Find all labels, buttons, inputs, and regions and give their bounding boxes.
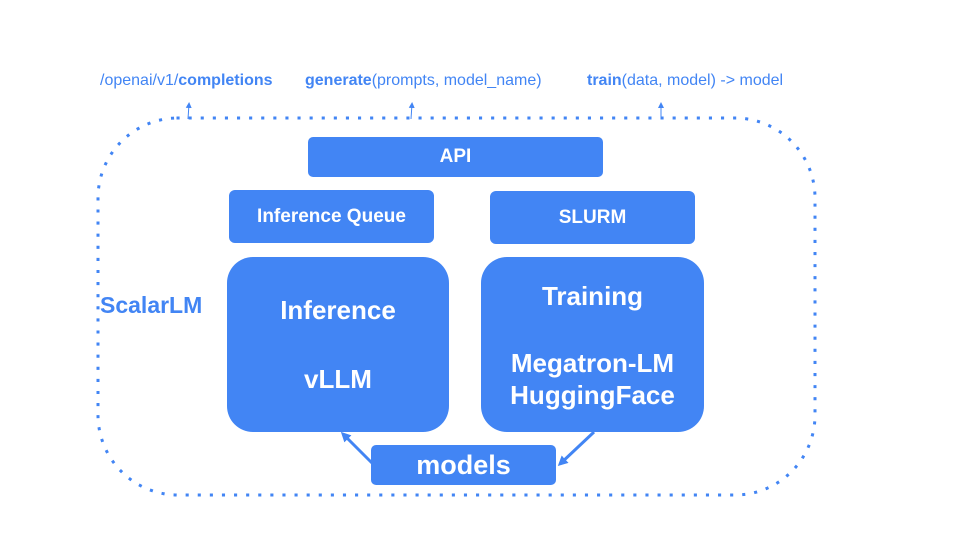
models-to-inference-arrow: [340, 431, 374, 465]
scalarlm-label: ScalarLM: [100, 292, 203, 318]
models-label: models: [416, 449, 511, 480]
inference-queue-label: Inference Queue: [257, 205, 406, 227]
slurm-label: SLURM: [558, 206, 627, 228]
generate-endpoint-label: generate(prompts, model_name): [305, 72, 542, 89]
completions-endpoint-label: /openai/v1/completions: [100, 72, 273, 89]
generate-arrow: [408, 102, 415, 120]
scalarlm-container-border: [96, 116, 817, 497]
inference-title: Inference: [280, 295, 396, 325]
models-box: models: [371, 445, 556, 485]
training-title: Training: [541, 281, 644, 311]
api-label: API: [439, 146, 472, 167]
completions-arrow: [185, 102, 192, 120]
slurm-box: SLURM: [490, 191, 695, 244]
megatron-label: Megatron-LM: [510, 348, 675, 378]
huggingface-label: HuggingFace: [510, 380, 675, 410]
api-box: API: [308, 137, 603, 177]
train-endpoint-label: train(data, model) -> model: [587, 72, 784, 89]
training-to-models-arrow: [557, 430, 596, 467]
training-engines: Megatron-LM HuggingFace: [481, 347, 704, 411]
training-box: Training Megatron-LM HuggingFace: [481, 257, 704, 432]
inference-box: Inference vLLM: [227, 257, 449, 432]
vllm-label: vLLM: [304, 364, 372, 394]
inference-queue-box: Inference Queue: [229, 190, 434, 243]
